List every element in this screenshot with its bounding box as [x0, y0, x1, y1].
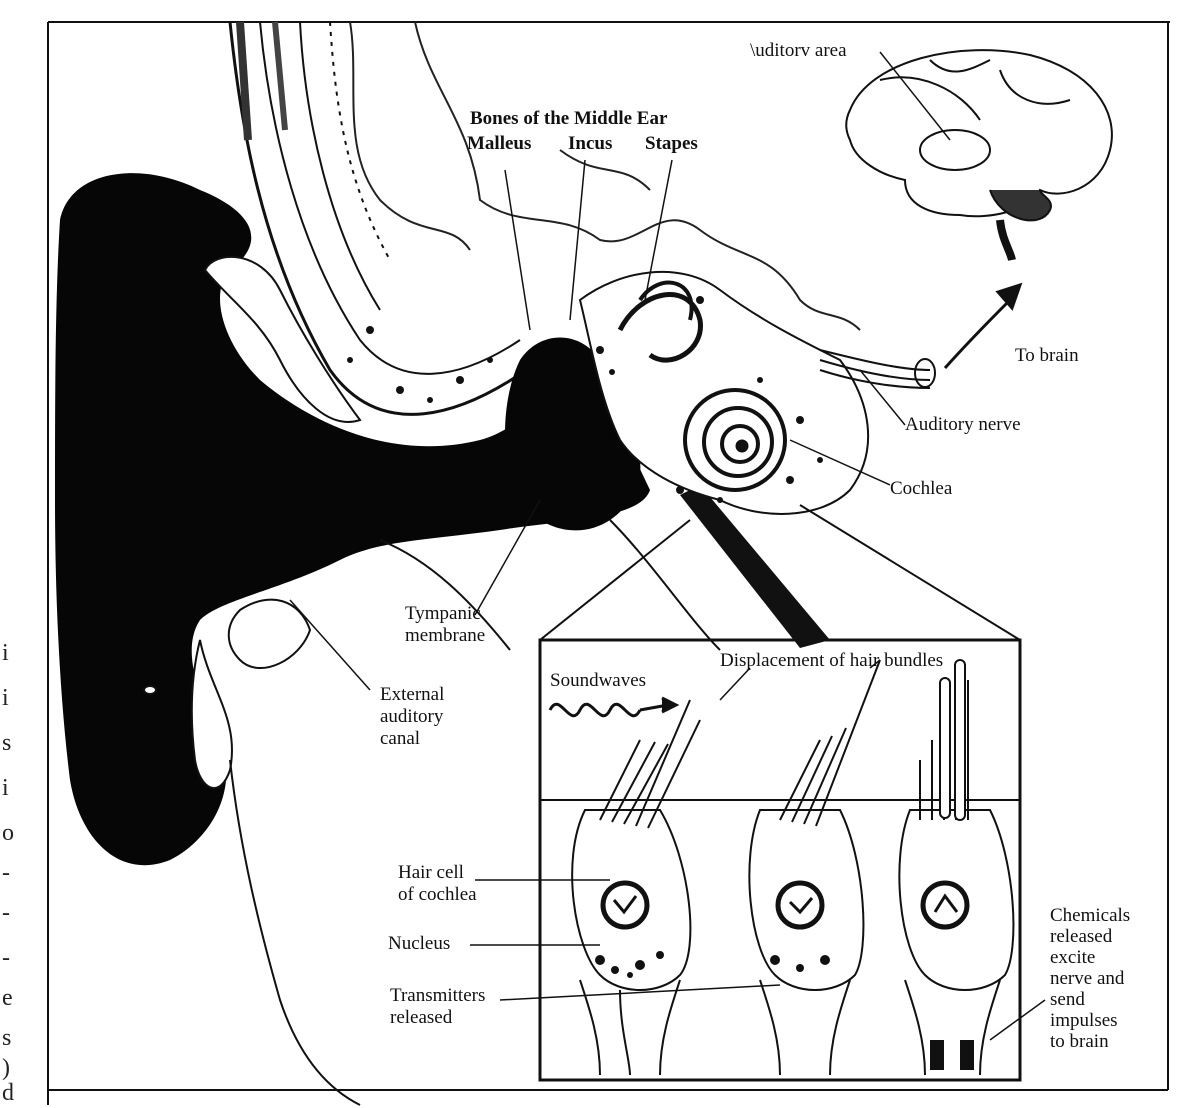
label-tympanic-membrane: Tympanic membrane [405, 603, 485, 647]
edge-fragment: s [2, 1025, 11, 1052]
soundwave-glyph [550, 698, 676, 716]
edge-fragment: i [2, 685, 9, 712]
label-transmitters: Transmitters released [390, 985, 485, 1029]
label-auditory-nerve: Auditory nerve [905, 414, 1021, 436]
label-bones-title: Bones of the Middle Ear [470, 108, 667, 130]
edge-fragment: d [2, 1080, 14, 1107]
edge-fragment: i [2, 775, 9, 802]
label-external-canal: External auditory canal [380, 684, 444, 750]
edge-fragment: - [2, 945, 10, 972]
label-stapes: Stapes [645, 133, 698, 155]
canal-wall [230, 22, 540, 414]
label-to-brain: To brain [1015, 345, 1079, 367]
label-soundwaves: Soundwaves [550, 670, 646, 692]
hair-bundles [600, 660, 968, 828]
edge-fragment: - [2, 860, 10, 887]
label-hair-cell: Hair cell of cochlea [398, 862, 477, 906]
label-malleus: Malleus [467, 133, 531, 155]
edge-fragment: s [2, 730, 11, 757]
edge-fragment: o [2, 820, 14, 847]
label-nucleus: Nucleus [388, 933, 450, 955]
edge-fragment: - [2, 900, 10, 927]
edge-fragment: i [2, 640, 9, 667]
edge-fragment: e [2, 985, 13, 1012]
label-cochlea: Cochlea [890, 478, 952, 500]
label-incus: Incus [568, 133, 612, 155]
label-displacement: Displacement of hair bundles [720, 650, 943, 672]
brain [846, 50, 1112, 260]
arrow-to-brain [945, 285, 1020, 368]
label-chemicals: Chemicals released excite nerve and send… [1050, 905, 1130, 1052]
edge-fragment: ) [2, 1055, 10, 1082]
label-auditory-area: \uditorv area [750, 40, 847, 62]
